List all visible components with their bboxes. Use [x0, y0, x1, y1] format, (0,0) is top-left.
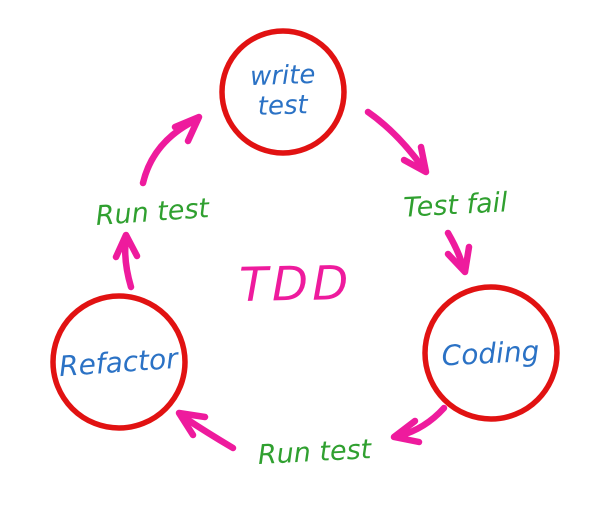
write-test-label-line2: test: [257, 90, 309, 122]
arrow-refactor-to-run-test: [112, 231, 141, 291]
edge-label-run-test-bottom: Run test: [257, 434, 373, 471]
arrow-coding-to-run-test: [390, 404, 448, 446]
edge-label-run-test-left: Run test: [95, 193, 212, 232]
write-test-label-line1: write: [250, 60, 316, 92]
edge-label-test-fail: Test fail: [403, 187, 509, 223]
arrow-run-test-to-write-test: [139, 113, 203, 187]
coding-label: Coding: [441, 334, 540, 372]
arrow-run-test-to-refactor: [175, 409, 237, 452]
coding-circle: [422, 284, 560, 422]
refactor-circle: [50, 293, 188, 431]
write-test-circle: [219, 28, 347, 156]
arrow-test-fail-to-coding: [444, 229, 473, 276]
node-write-test: write test: [219, 28, 347, 156]
arrow-write-test-to-test-fail: [364, 108, 430, 176]
node-refactor: Refactor: [50, 293, 188, 431]
node-coding: Coding: [422, 284, 560, 422]
diagram-title: TDD: [239, 256, 353, 313]
